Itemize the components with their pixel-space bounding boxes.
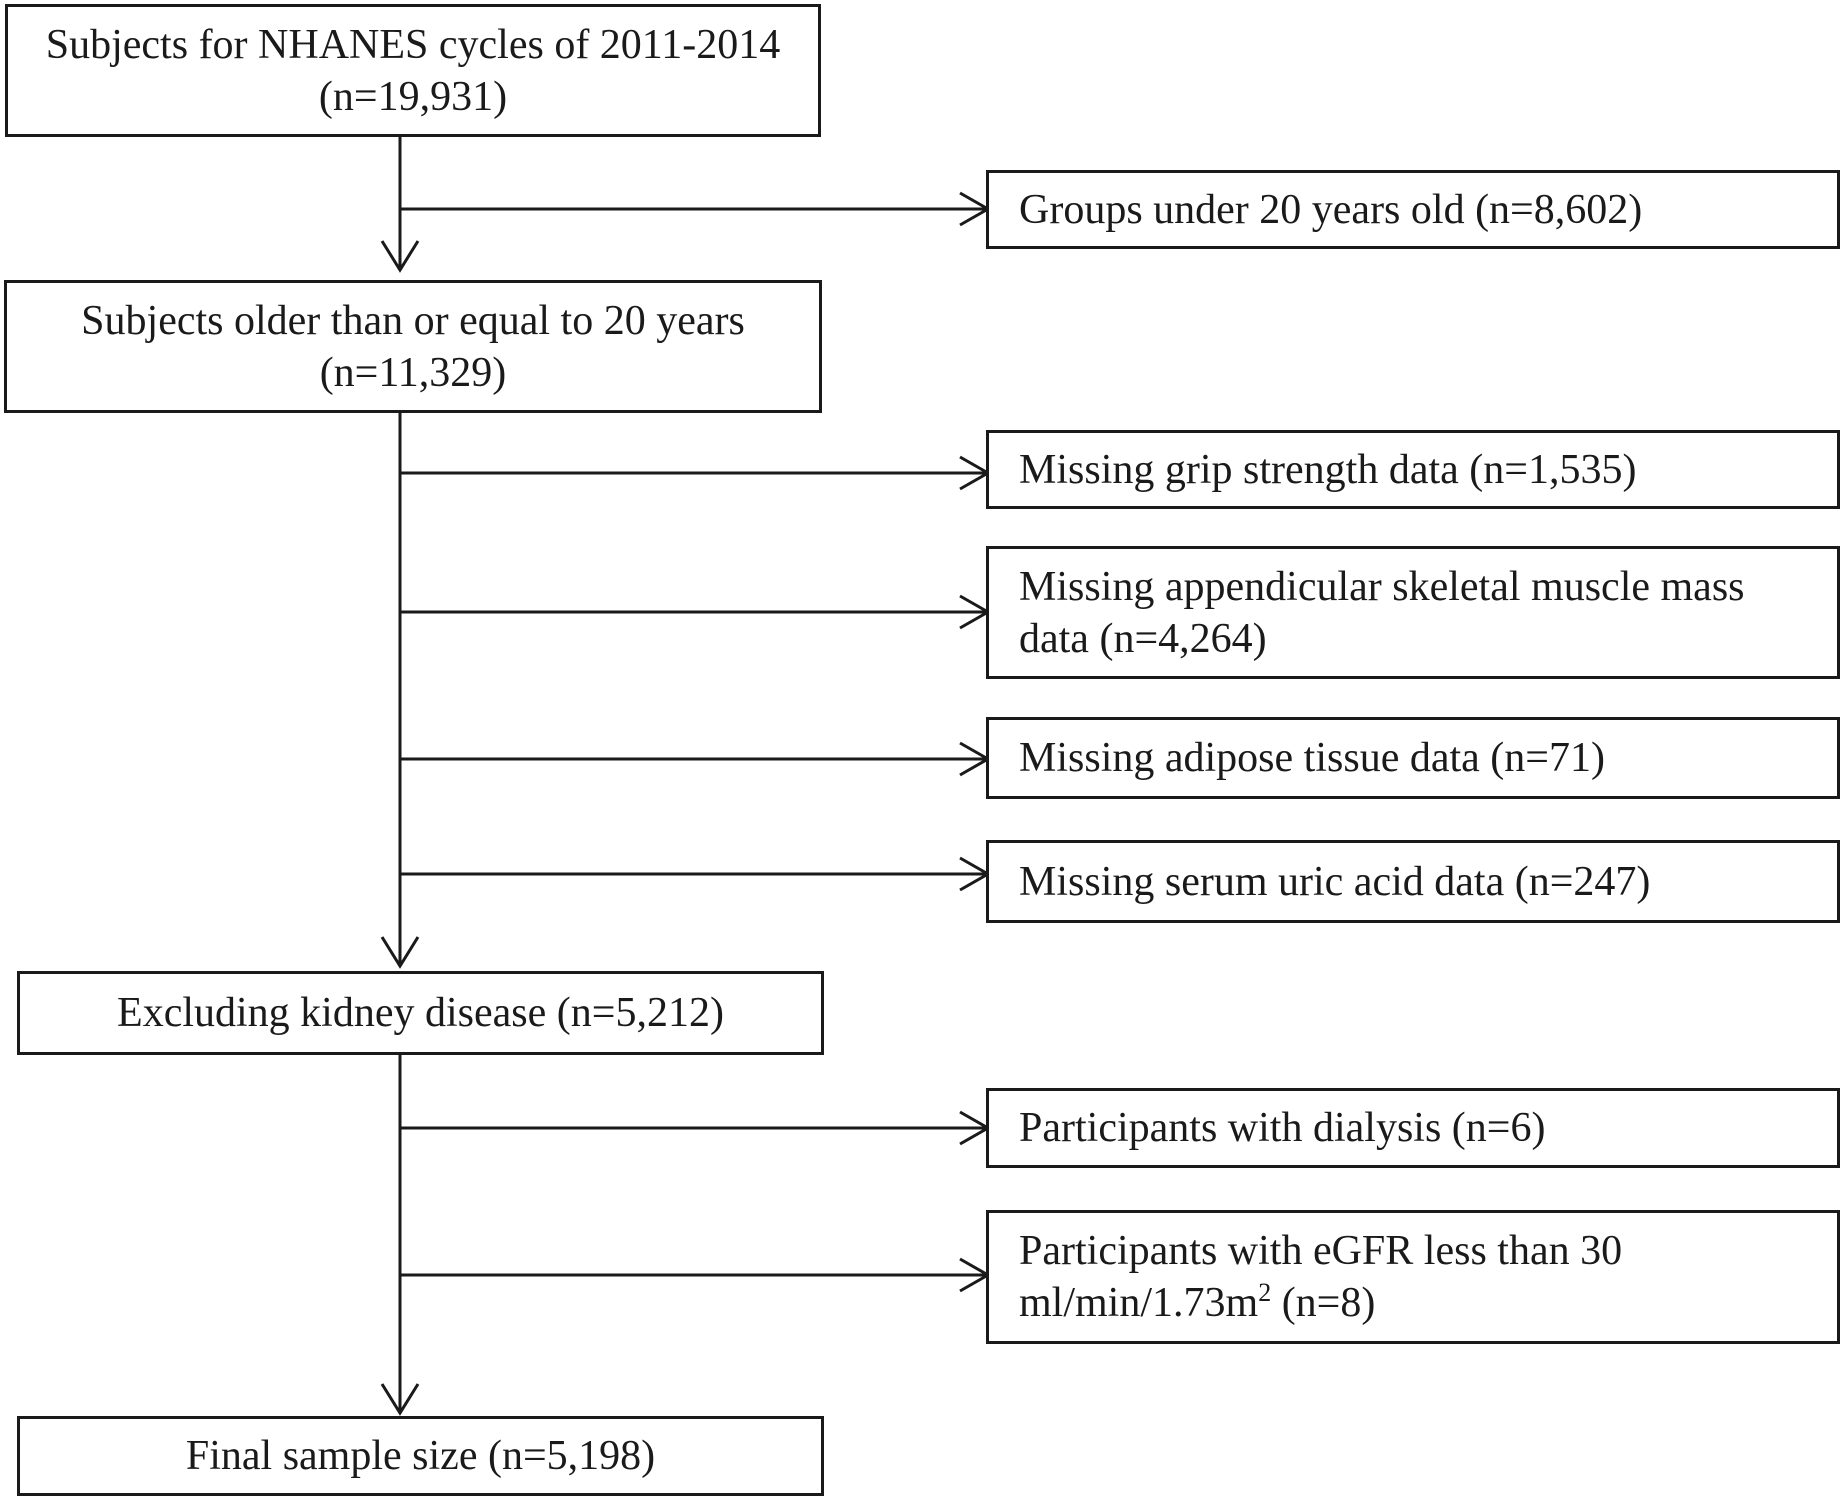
exclusion-under-20-label: Groups under 20 years old (n=8,602) <box>1019 186 1643 233</box>
step-all-subjects-label: Subjects for NHANES cycles of 2011-2014 <box>45 21 781 68</box>
exclusion-egfr-unit-exponent: 2 <box>1258 1278 1272 1307</box>
exclusion-dialysis-label: Participants with dialysis (n=6) <box>1019 1105 1546 1151</box>
step-final-sample-label: Final sample size (n=5,198) <box>185 1433 656 1479</box>
exclusion-serum-uric-acid: Missing serum uric acid data (n=247) <box>986 840 1840 923</box>
exclusion-serum-uric-acid-label: Missing serum uric acid data (n=247) <box>1019 858 1651 905</box>
step-excluding-kidney-disease-label: Excluding kidney disease (n=5,212) <box>117 990 724 1036</box>
exclusion-appendicular-muscle-line1: Missing appendicular skeletal muscle mas… <box>1019 563 1745 610</box>
exclusion-grip-strength: Missing grip strength data (n=1,535) <box>986 430 1840 509</box>
step-excluding-kidney-disease: Excluding kidney disease (n=5,212) <box>17 971 824 1055</box>
exclusion-appendicular-muscle: Missing appendicular skeletal muscle mas… <box>986 546 1840 679</box>
arrowhead-to-step4 <box>380 1383 420 1416</box>
step-all-subjects: Subjects for NHANES cycles of 2011-2014 … <box>5 4 821 137</box>
exclusion-egfr-count: (n=8) <box>1271 1280 1376 1326</box>
exclusion-grip-strength-label: Missing grip strength data (n=1,535) <box>1019 446 1637 493</box>
exclusion-adipose-tissue-label: Missing adipose tissue data (n=71) <box>1019 735 1605 781</box>
exclusion-dialysis: Participants with dialysis (n=6) <box>986 1088 1840 1168</box>
arrowhead-to-step3 <box>380 936 420 969</box>
step-final-sample: Final sample size (n=5,198) <box>17 1416 824 1496</box>
step-adults: Subjects older than or equal to 20 years… <box>4 280 822 413</box>
step-all-subjects-count: (n=19,931) <box>318 73 508 120</box>
exclusion-under-20: Groups under 20 years old (n=8,602) <box>986 170 1840 249</box>
arrowhead-to-step2 <box>380 240 420 273</box>
exclusion-egfr-line1: Participants with eGFR less than 30 <box>1019 1228 1623 1274</box>
exclusion-egfr-line2: ml/min/1.73m2 (n=8) <box>1019 1277 1817 1329</box>
exclusion-appendicular-muscle-line2: data (n=4,264) <box>1019 615 1267 662</box>
exclusion-egfr-unit: ml/min/1.73m <box>1019 1280 1259 1326</box>
exclusion-egfr: Participants with eGFR less than 30 ml/m… <box>986 1210 1840 1344</box>
step-adults-count: (n=11,329) <box>319 349 507 396</box>
step-adults-label: Subjects older than or equal to 20 years <box>81 297 745 344</box>
exclusion-adipose-tissue: Missing adipose tissue data (n=71) <box>986 717 1840 799</box>
